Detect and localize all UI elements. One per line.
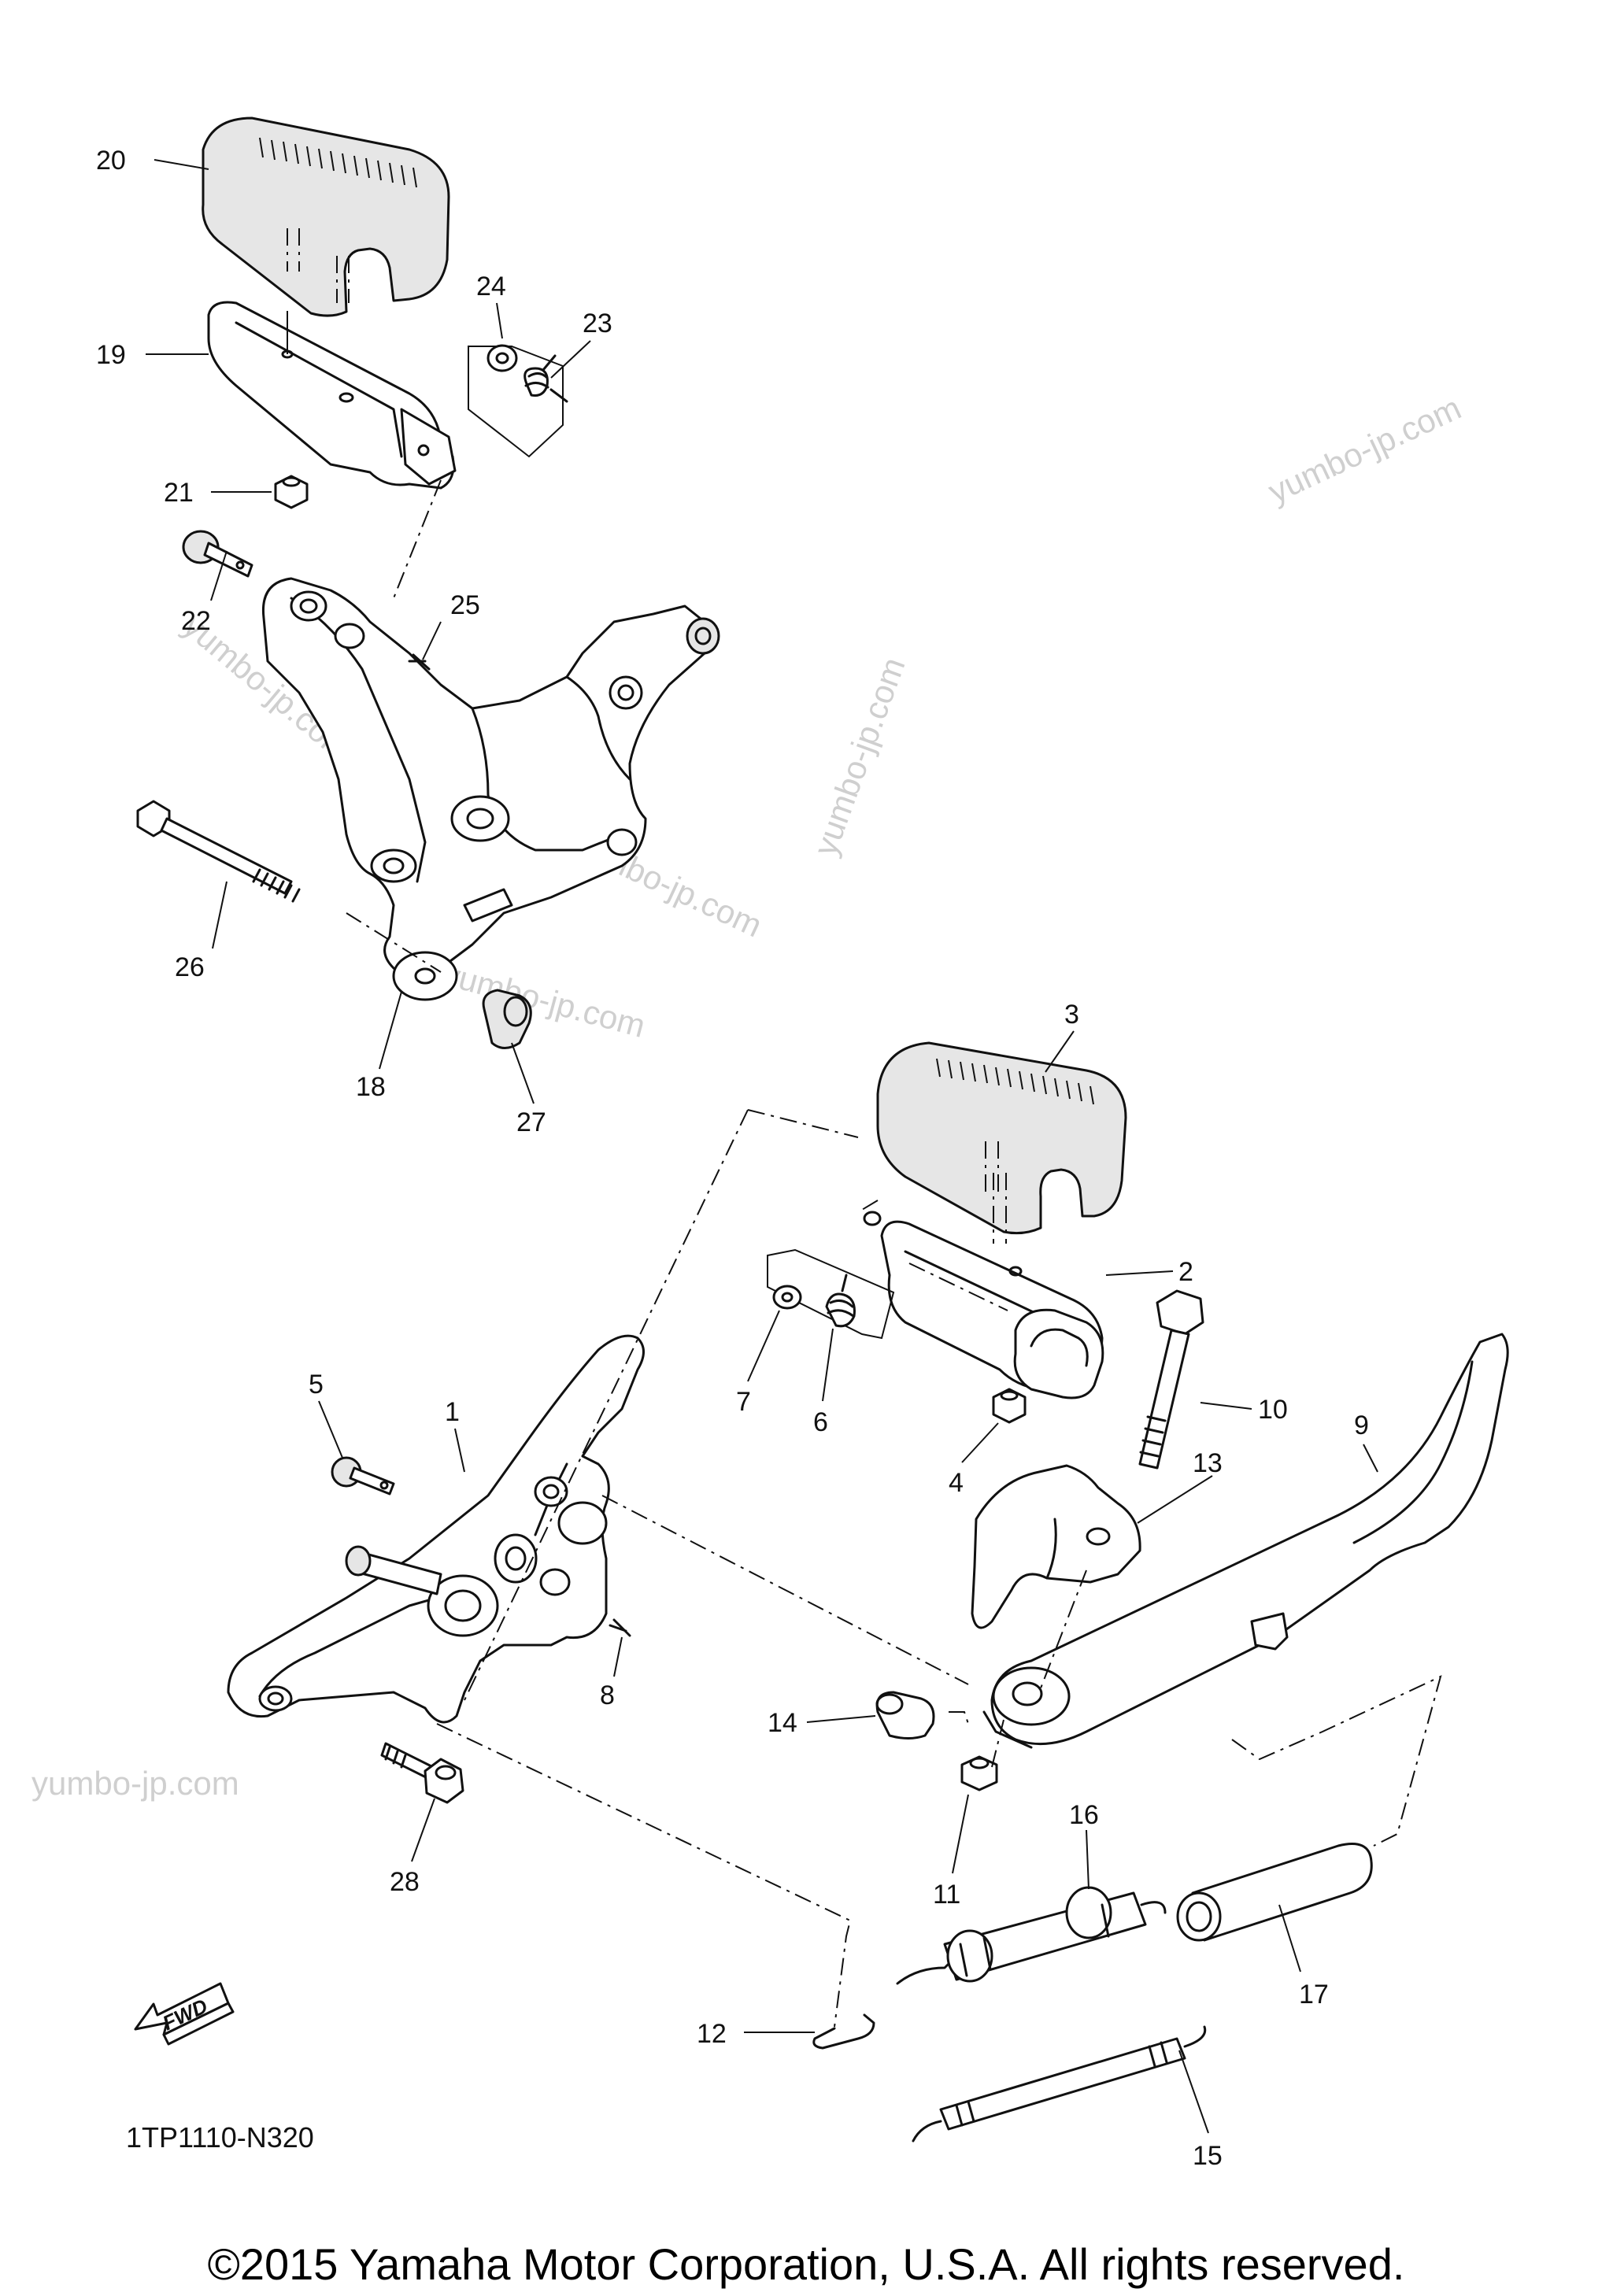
part-label-2: 2 <box>1178 1257 1193 1287</box>
part-label-15: 15 <box>1193 2141 1223 2171</box>
fwd-arrow-icon: FWD <box>134 1982 235 2046</box>
part-label-17: 17 <box>1299 1980 1329 2009</box>
collar-spring-group-lower <box>767 1248 895 1340</box>
nut-11 <box>960 1755 998 1791</box>
spring-16 <box>896 1886 1167 1985</box>
part-label-11: 11 <box>933 1880 960 1910</box>
spring-15 <box>912 2025 1207 2143</box>
part-label-3: 3 <box>1064 1000 1079 1030</box>
part-label-9: 9 <box>1354 1411 1369 1440</box>
footpeg-bracket-2 <box>863 1211 1104 1399</box>
part-label-23: 23 <box>583 309 612 338</box>
leader-lines <box>146 159 1378 2134</box>
watermark-6: yumbo-jp.com <box>31 1765 239 1802</box>
part-label-25: 25 <box>450 590 480 620</box>
cotter-pin-8 <box>609 1618 631 1637</box>
part-label-7: 7 <box>736 1387 751 1417</box>
part-label-5: 5 <box>309 1370 324 1399</box>
part-label-6: 6 <box>813 1407 828 1437</box>
footpeg-rubber-3 <box>876 1041 1127 1244</box>
part-label-18: 18 <box>356 1072 386 1102</box>
part-label-24: 24 <box>476 272 506 301</box>
part-label-21: 21 <box>164 478 194 508</box>
collar-spring-group <box>468 344 568 458</box>
part-label-19: 19 <box>96 340 126 370</box>
watermark-5: yumbo-jp.com <box>439 955 649 1044</box>
diagram-code: 1TP1110-N320 <box>126 2121 314 2154</box>
nut-4 <box>992 1388 1027 1424</box>
bolt-28 <box>380 1742 464 1804</box>
part-label-28: 28 <box>390 1867 420 1897</box>
part-label-26: 26 <box>175 952 205 982</box>
tube-17 <box>1176 1843 1373 1942</box>
part-label-13: 13 <box>1193 1448 1223 1478</box>
part-labels: 20 19 21 22 24 23 25 26 18 27 3 2 7 6 4 … <box>96 146 1369 2171</box>
part-label-20: 20 <box>96 146 126 176</box>
part-label-16: 16 <box>1069 1800 1099 1830</box>
nut-21 <box>274 475 309 509</box>
footpeg-rubber-20 <box>202 116 450 317</box>
part-label-12: 12 <box>697 2019 727 2049</box>
side-stand-9 <box>982 1333 1509 1749</box>
pin-5 <box>331 1456 395 1496</box>
cover-13 <box>971 1464 1141 1629</box>
pin-22 <box>182 530 253 578</box>
footrest-bracket-18 <box>261 577 720 1001</box>
part-label-1: 1 <box>445 1397 460 1427</box>
collar-27 <box>482 989 532 1049</box>
footpeg-bracket-19 <box>207 301 457 490</box>
copyright-notice: ©2015 Yamaha Motor Corporation, U.S.A. A… <box>208 2239 1405 2289</box>
part-label-10: 10 <box>1258 1395 1288 1425</box>
collar-14 <box>875 1691 935 1740</box>
bolt-26 <box>136 800 301 903</box>
part-label-8: 8 <box>600 1680 615 1710</box>
stand-bracket-1 <box>227 1334 645 1724</box>
clip-12 <box>812 2013 875 2050</box>
cotter-pin-25 <box>408 653 431 671</box>
bolt-10 <box>1138 1289 1204 1470</box>
watermark-1: yumbo-jp.com <box>1263 389 1467 510</box>
part-label-4: 4 <box>949 1468 964 1498</box>
watermark-2: yumbo-jp.com <box>806 653 912 860</box>
part-label-14: 14 <box>768 1708 797 1738</box>
part-label-27: 27 <box>516 1107 546 1137</box>
part-label-22: 22 <box>181 606 211 636</box>
